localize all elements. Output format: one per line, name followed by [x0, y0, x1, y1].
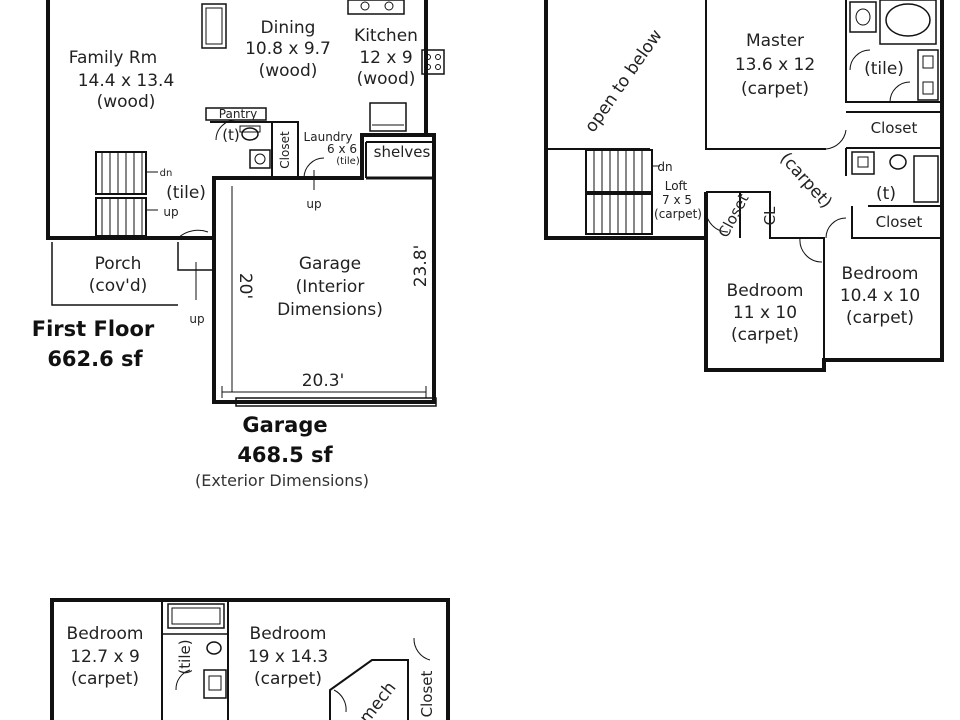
basement-bedroom-left-size: 12.7 x 9 [70, 647, 140, 667]
basement-bedroom-right-size: 19 x 14.3 [248, 647, 328, 667]
first-floor-area: 662.6 sf [47, 347, 143, 371]
bedroom-a-floor: (carpet) [731, 325, 799, 345]
master-floor: (carpet) [741, 79, 809, 99]
loft-floor: (carpet) [654, 207, 702, 221]
garage-width-dimension: 20.3' [302, 371, 345, 391]
basement-closet-label: Closet [418, 671, 436, 718]
first-floor-title: First Floor [32, 317, 155, 341]
bedroom-closet-label: Closet [715, 191, 753, 241]
hall-closet-label: Closet [876, 213, 923, 231]
first-floor-toilet-label: (t) [222, 126, 240, 144]
master-name: Master [746, 31, 804, 51]
master-size: 13.6 x 12 [735, 55, 815, 75]
laundry-floor: (tile) [336, 156, 360, 167]
kitchen-floor: (wood) [357, 69, 416, 89]
porch-floor: (cov'd) [89, 276, 148, 296]
garage-name: Garage [299, 254, 361, 274]
basement-bedroom-right-floor: (carpet) [254, 669, 322, 689]
bedroom-a-size: 11 x 10 [733, 303, 797, 323]
family-room-floor: (wood) [97, 92, 156, 112]
dining-name: Dining [261, 18, 316, 38]
porch-name: Porch [95, 254, 142, 274]
family-room-size: 14.4 x 13.4 [78, 71, 175, 91]
master-bath-tile: (tile) [864, 59, 904, 79]
garage-depth-right-dimension: 23.8' [411, 245, 431, 288]
basement-bedroom-left-floor: (carpet) [71, 669, 139, 689]
garage-up-label: up [306, 197, 321, 211]
basement-bedroom-right-name: Bedroom [250, 624, 327, 644]
first-floor-plan [46, 0, 445, 407]
second-floor-toilet-label: (t) [876, 184, 896, 204]
garage-line2: (Interior [296, 277, 365, 297]
laundry-name: Laundry [304, 130, 353, 144]
porch-up-label: up [189, 312, 204, 326]
laundry-size: 6 x 6 [327, 142, 357, 156]
tile-label: (tile) [166, 183, 206, 203]
first-floor-stair-dn: dn [160, 168, 173, 179]
garage-summary-note: (Exterior Dimensions) [195, 471, 369, 490]
dining-size: 10.8 x 9.7 [245, 39, 331, 59]
garage-summary-area: 468.5 sf [237, 443, 333, 467]
shelves-label: shelves [374, 143, 431, 161]
dining-floor: (wood) [259, 61, 318, 81]
kitchen-name: Kitchen [354, 26, 418, 46]
first-floor-closet-label: Closet [278, 131, 292, 169]
second-floor-stair-dn: dn [657, 160, 672, 174]
bedroom-a-name: Bedroom [727, 281, 804, 301]
bedroom-b-name: Bedroom [842, 264, 919, 284]
master-closet-label: Closet [871, 119, 918, 137]
open-to-below-label: open to below [581, 26, 667, 136]
kitchen-size: 12 x 9 [359, 48, 412, 68]
garage-summary-title: Garage [242, 413, 327, 437]
pantry-label: Pantry [219, 107, 257, 121]
basement-plan [50, 598, 450, 720]
garage-depth-dimension: 20' [235, 273, 255, 299]
first-floor-stair-up: up [163, 205, 178, 219]
basement-bedroom-left-name: Bedroom [67, 624, 144, 644]
bedroom-b-size: 10.4 x 10 [840, 286, 920, 306]
hall-carpet-label: (carpet) [776, 149, 836, 213]
bedroom-b-floor: (carpet) [846, 308, 914, 328]
mech-label: mech [356, 678, 401, 720]
cl-label: CL [761, 206, 779, 225]
garage-line3: Dimensions) [277, 300, 383, 320]
basement-bath-tile: (tile) [176, 639, 194, 674]
family-room-name: Family Rm [69, 48, 157, 68]
loft-size: 7 x 5 [662, 193, 692, 207]
second-floor-plan [544, 0, 944, 372]
loft-name: Loft [665, 179, 688, 193]
